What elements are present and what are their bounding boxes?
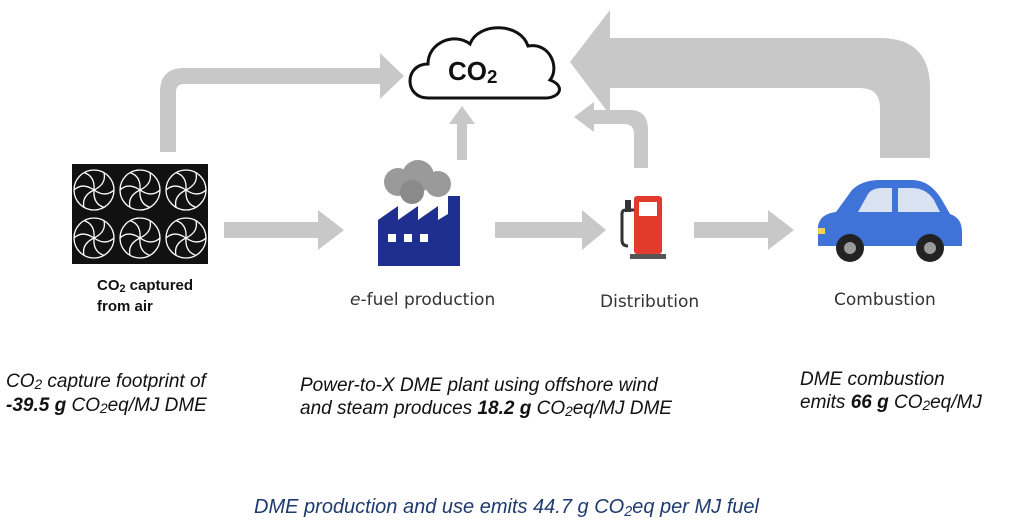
fan-blade [185, 189, 207, 195]
fan-blade [82, 237, 95, 256]
fan-blade [174, 237, 187, 256]
fan-blade [185, 237, 197, 256]
production-label: e-fuel production [350, 290, 495, 310]
arrow-combustion-to-cloud [570, 10, 930, 158]
fan-blade [139, 237, 151, 256]
summary-text: DME production and use emits 44.7 g CO [254, 496, 625, 518]
fan-blade [185, 189, 197, 208]
fan-blade [129, 172, 141, 191]
capture-note-unit: CO [66, 395, 100, 416]
capture-note: CO2 capture footprint of -39.5 g CO2eq/M… [6, 370, 207, 418]
combustion-note-unit-rest: eq/MJ [930, 392, 982, 413]
arrow-production-to-distribution [495, 210, 606, 250]
capture-note-sub: 2 [34, 377, 43, 393]
combustion-note-line1: DME combustion [800, 369, 945, 390]
production-note-value: 18.2 g [477, 398, 532, 419]
arrow-capture-to-production [224, 210, 344, 250]
car-icon [818, 180, 962, 262]
fan-blade [128, 237, 141, 256]
fan-blade [139, 220, 152, 239]
combustion-note: DME combustion emits 66 g CO2eq/MJ [800, 368, 982, 415]
capture-note-text: capture footprint of [42, 371, 206, 392]
production-label-rest: -fuel production [360, 290, 496, 310]
fan-blade [82, 189, 95, 208]
fan-blade [185, 237, 207, 243]
fan-blade [175, 220, 187, 239]
summary-text-rest: eq per MJ fuel [632, 496, 759, 518]
fan-blade [165, 233, 187, 239]
capture-label-line2: from air [97, 298, 153, 315]
fan-blade [175, 172, 187, 191]
combustion-note-text: emits [800, 392, 851, 413]
fan-blade [93, 237, 105, 256]
fan-blade [139, 189, 161, 195]
fan-blade [139, 189, 151, 208]
production-note: Power-to-X DME plant using offshore wind… [300, 374, 672, 421]
production-label-italic: e [350, 290, 361, 310]
distribution-label: Distribution [600, 292, 700, 312]
arrow-production-to-cloud [449, 106, 475, 160]
fan-blade [185, 172, 198, 191]
cloud-icon [408, 26, 561, 100]
capture-note-co: CO [6, 371, 35, 392]
fan-blade [185, 220, 198, 239]
fan-blade [174, 189, 187, 208]
fan-blade [139, 172, 152, 191]
fan-blade [93, 189, 105, 208]
cloud-label-sub: 2 [487, 66, 498, 88]
production-note-text: and steam produces [300, 398, 478, 419]
capture-label-sub: 2 [119, 282, 126, 295]
fan-blade [73, 185, 95, 191]
production-note-unit-sub: 2 [565, 404, 573, 420]
flow-arrows [160, 10, 930, 250]
summary-sub: 2 [624, 503, 633, 520]
capture-label: CO2 captured from air [97, 276, 193, 317]
cloud-label: CO2 [448, 56, 497, 87]
fuel-pump-icon [620, 196, 666, 259]
arrow-distribution-to-combustion [694, 210, 794, 250]
capture-note-value: -39.5 g [6, 395, 67, 416]
fan-blade [83, 220, 95, 239]
combustion-note-unit-sub: 2 [922, 398, 931, 414]
capture-note-unit-sub: 2 [99, 401, 108, 417]
fan-blade [119, 233, 141, 239]
fan-blade [129, 220, 141, 239]
arrow-capture-to-cloud [160, 53, 404, 152]
fan-blade [119, 185, 141, 191]
fan-blade [165, 185, 187, 191]
fan-blade [128, 189, 141, 208]
air-capture-grid-icon [72, 164, 208, 264]
combustion-label: Combustion [834, 290, 936, 310]
combustion-note-unit: CO [888, 392, 923, 413]
factory-icon [378, 160, 460, 266]
cloud-label-text: CO [448, 56, 487, 86]
arrow-distribution-to-cloud [574, 102, 648, 168]
capture-label-main: CO [97, 277, 120, 294]
fan-blade [73, 233, 95, 239]
fan-blade [93, 189, 115, 195]
capture-label-rest: captured [125, 277, 194, 294]
production-note-unit: CO [531, 398, 566, 419]
capture-note-unit-rest: eq/MJ DME [107, 395, 207, 416]
summary-line: DME production and use emits 44.7 g CO2e… [0, 496, 1013, 520]
production-note-unit-rest: eq/MJ DME [572, 398, 672, 419]
fan-blade [93, 172, 106, 191]
production-note-line1: Power-to-X DME plant using offshore wind [300, 375, 658, 396]
fan-blade [93, 237, 115, 243]
fan-blade [139, 237, 161, 243]
combustion-note-value: 66 g [850, 392, 889, 413]
fan-blade [83, 172, 95, 191]
fan-blade [93, 220, 106, 239]
